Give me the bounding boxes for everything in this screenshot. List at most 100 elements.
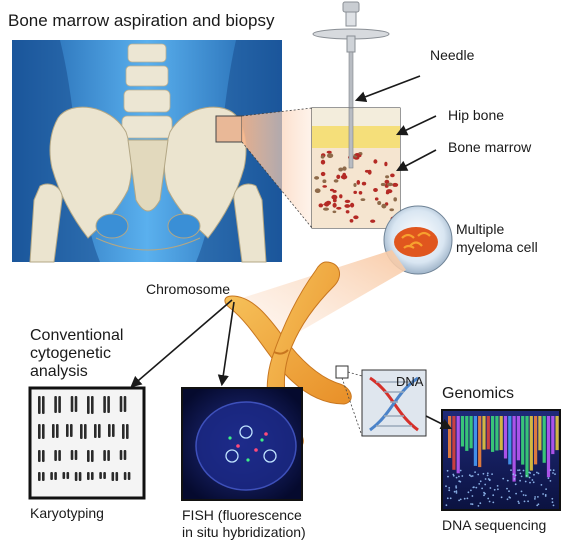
sequencing-signal-dot [474, 471, 476, 473]
sequencing-signal-dot [553, 505, 555, 507]
sequencing-signal-dot [494, 489, 496, 491]
marrow-cell [339, 194, 342, 198]
karyotype-chromosome [71, 396, 74, 412]
sequencing-signal-dot [519, 480, 521, 482]
karyotype-chromosome [116, 472, 119, 481]
fish-label-line2: in situ hybridization) [182, 524, 306, 540]
sequencing-read-bar [547, 416, 550, 477]
sequencing-signal-dot [525, 481, 527, 483]
karyotype-chromosome [103, 450, 106, 461]
sequencing-signal-dot [508, 496, 510, 498]
sequencing-signal-dot [484, 484, 486, 486]
sequencing-signal-dot [458, 476, 460, 478]
sequencing-signal-dot [533, 474, 535, 476]
karyotype-chromosome [87, 472, 90, 480]
marrow-cell [385, 175, 389, 178]
karyotype-chromosome [67, 472, 70, 479]
sequencing-signal-dot [542, 493, 544, 495]
diagram-title: Bone marrow aspiration and biopsy [8, 11, 275, 30]
karyotyping-label: Karyotyping [30, 505, 104, 521]
marrow-cell [350, 203, 354, 208]
marrow-cell [384, 162, 387, 167]
karyotype-chromosome [103, 472, 106, 479]
marrow-cell [327, 151, 332, 154]
sequencing-signal-dot [552, 501, 554, 503]
sequencing-signal-dot [461, 475, 463, 477]
karyotype-chromosome [128, 472, 131, 480]
sequencing-read-bar [521, 416, 524, 465]
sequencing-signal-dot [534, 496, 536, 498]
karyotype-chromosome [112, 424, 115, 437]
marrow-cell [341, 175, 347, 180]
sequencing-read-bar [543, 416, 546, 463]
karyotype-chromosome [122, 424, 125, 439]
marrow-cell [353, 215, 358, 219]
sequencing-read-bar [461, 416, 464, 447]
sequencing-signal-dot [541, 484, 543, 486]
marrow-cell [350, 219, 354, 223]
sequencing-signal-dot [460, 499, 462, 501]
sequencing-signal-dot [478, 483, 480, 485]
sequencing-read-bar [452, 416, 455, 470]
sequencing-signal-dot [458, 480, 460, 482]
sequencing-signal-dot [536, 472, 538, 474]
karyotype-chromosome [94, 424, 97, 438]
sequencing-read-bar [491, 416, 494, 452]
dna-label: DNA [396, 374, 424, 389]
sequencing-signal-dot [472, 475, 474, 477]
sequencing-signal-dot [548, 477, 550, 479]
cytogenetic-label-line1: Conventional [30, 327, 123, 344]
fish-arrow [222, 302, 234, 384]
karyotype-chromosome [71, 450, 74, 460]
marrow-cell [361, 198, 366, 201]
karyotype-chromosome [42, 396, 45, 414]
karyotype-chromosome [58, 396, 61, 413]
sequencing-read-bar [457, 416, 460, 473]
karyotype-chromosome [75, 472, 78, 481]
sequencing-read-bar [495, 416, 498, 451]
marrow-cell [315, 188, 321, 193]
karyotype-chromosome [54, 396, 57, 413]
karyotype-chromosome [126, 424, 129, 439]
karyotype-chromosome [84, 424, 87, 439]
sequencing-signal-dot [460, 470, 462, 472]
chromosome-label: Chromosome [146, 281, 230, 297]
marrow-cell [392, 183, 398, 187]
sequencing-signal-dot [452, 474, 454, 476]
myeloma-label-line1: Multiple [456, 221, 504, 237]
sequencing-read-bar [448, 416, 451, 458]
marrow-cell [346, 210, 350, 213]
sequencing-signal-dot [512, 473, 514, 475]
karyotype-chromosome [75, 450, 78, 460]
sequencing-read-bar [474, 416, 477, 466]
sequencing-signal-dot [492, 494, 494, 496]
sequencing-signal-dot [550, 480, 552, 482]
needle-label: Needle [430, 47, 475, 63]
karyotype-chromosome [42, 472, 45, 481]
sequencing-signal-dot [517, 469, 519, 471]
marrow-cell [336, 175, 340, 179]
karyotype-chromosome [63, 472, 66, 479]
karyotype-chromosome [87, 396, 90, 414]
bone-marrow-label: Bone marrow [448, 139, 532, 155]
sequencing-signal-dot [523, 494, 525, 496]
sequencing-signal-dot [478, 505, 480, 507]
sequencing-signal-dot [446, 504, 448, 506]
sequencing-read-bar [530, 416, 533, 471]
karyotype-chromosome [52, 424, 55, 438]
sequencing-read-bar [500, 416, 503, 450]
marrow-cell [387, 183, 393, 187]
myeloma-label-line2: myeloma cell [456, 239, 538, 255]
sequencing-signal-dot [537, 496, 539, 498]
marrow-cell [321, 160, 325, 165]
sequencing-signal-dot [526, 475, 528, 477]
needle-arrow [357, 76, 420, 100]
sequencing-signal-dot [550, 469, 552, 471]
sequencing-read-bar [538, 416, 541, 450]
karyotype-chromosome [58, 450, 61, 461]
sequencing-signal-dot [538, 473, 540, 475]
marrow-cell [321, 155, 325, 158]
karyotype-chromosome [54, 472, 57, 480]
sequencing-signal-dot [515, 493, 517, 495]
karyotype-chromosome [91, 450, 94, 462]
